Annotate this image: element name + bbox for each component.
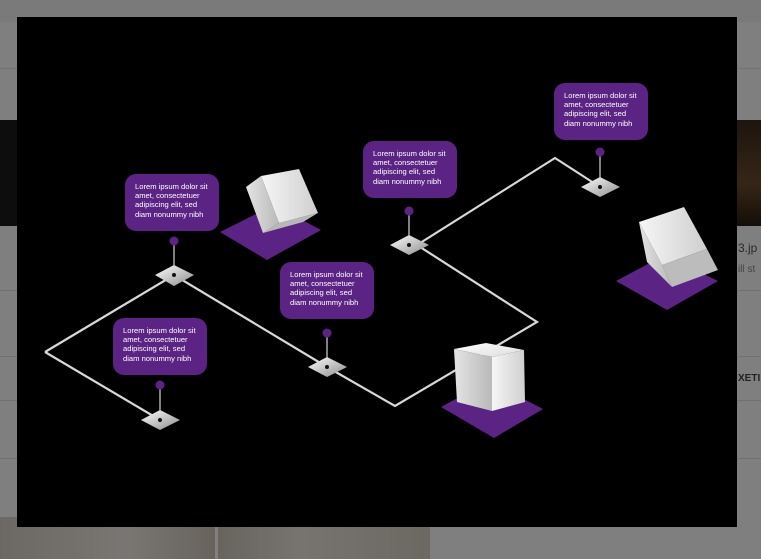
cube-graphic [246, 169, 318, 233]
callout-bubble: Lorem ipsum dolor sit amet, consectetuer… [113, 318, 207, 375]
callout-bubble: Lorem ipsum dolor sit amet, consectetuer… [125, 174, 219, 231]
lightbox-image: Lorem ipsum dolor sit amet, consectetuer… [17, 17, 737, 527]
marker-pin [141, 380, 180, 430]
marker-pin [390, 206, 429, 255]
callout-bubble: Lorem ipsum dolor sit amet, consectetuer… [363, 141, 457, 198]
cube-graphic [454, 343, 525, 411]
marker-pin [581, 147, 620, 197]
flow-path-line [44, 351, 161, 421]
marker-pin [308, 328, 347, 377]
infographic-graphic [44, 147, 718, 438]
callout-bubble: Lorem ipsum dolor sit amet, consectetuer… [280, 262, 374, 319]
callout-bubble: Lorem ipsum dolor sit amet, consectetuer… [554, 83, 648, 140]
cube-graphic [639, 207, 718, 287]
marker-pin [155, 236, 194, 286]
